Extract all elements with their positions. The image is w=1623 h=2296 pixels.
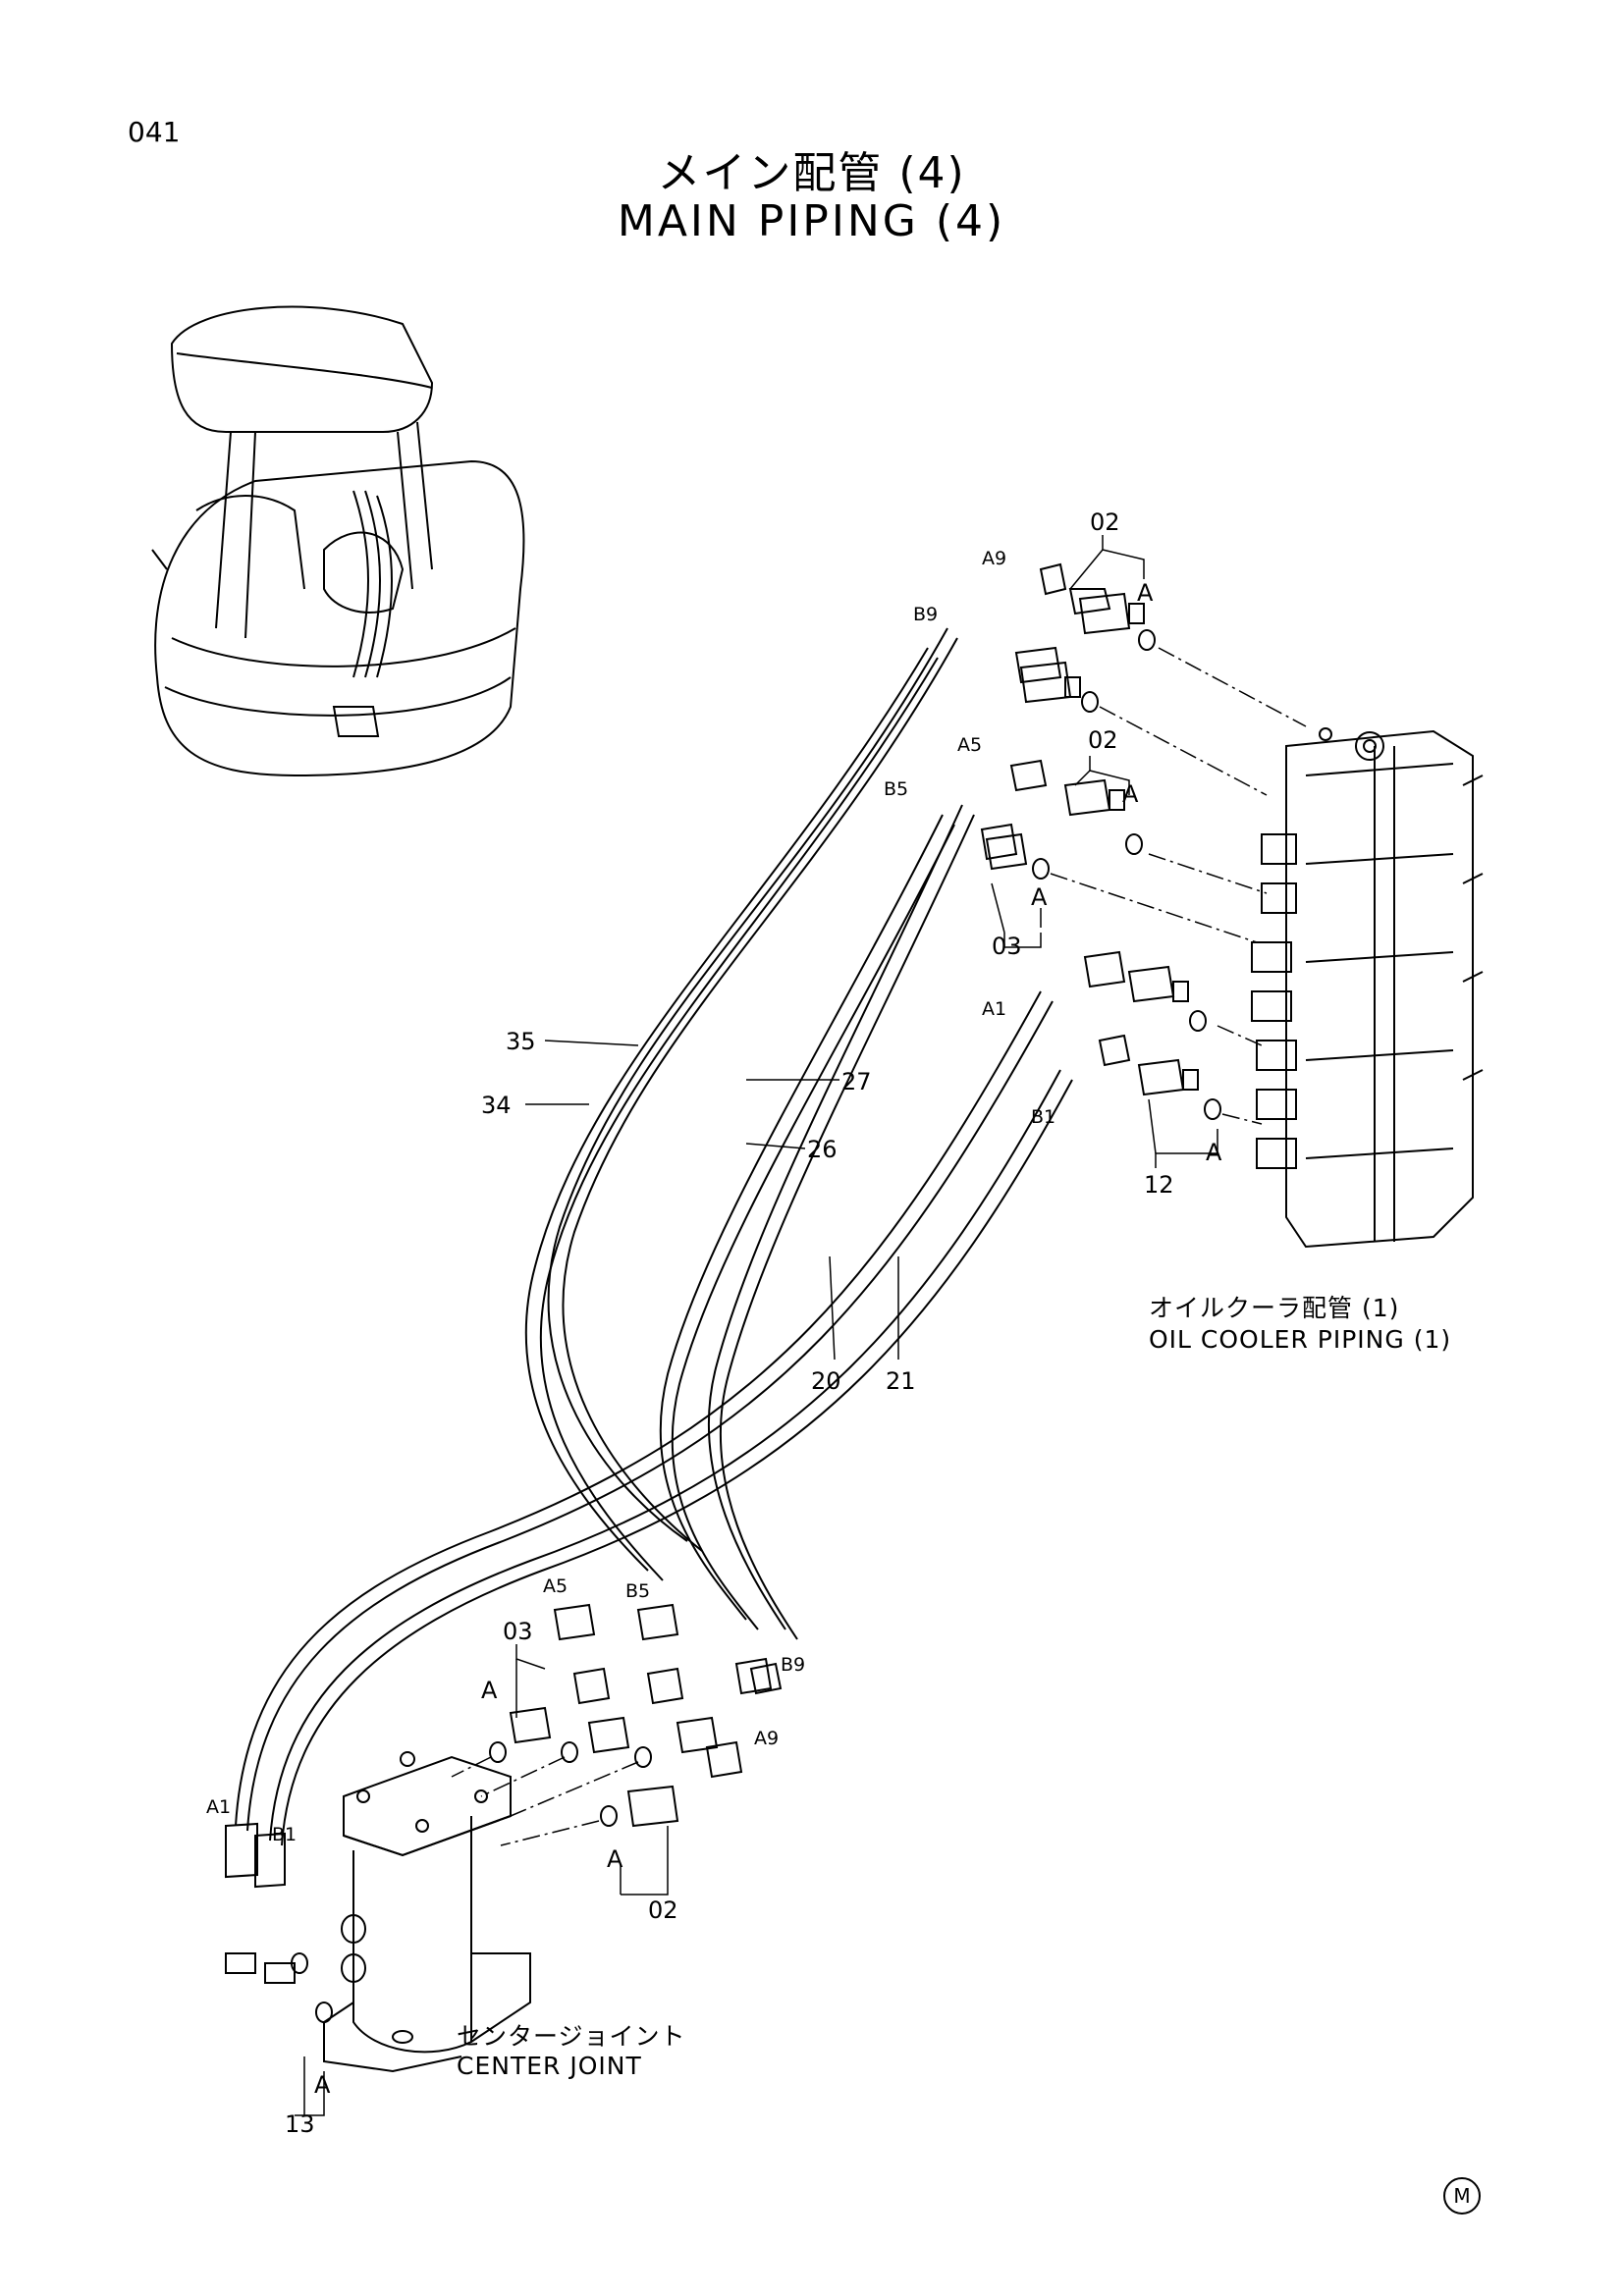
port-label-b9-bottom: B9 xyxy=(781,1654,806,1676)
hose-bundle xyxy=(235,627,1073,1846)
part-number-20: 20 xyxy=(811,1367,841,1395)
view-mark-a: A xyxy=(1137,579,1154,607)
center-joint xyxy=(323,1751,531,2073)
port-label-a5-top: A5 xyxy=(957,734,983,756)
view-mark-a: A xyxy=(1206,1139,1222,1166)
part-number-26: 26 xyxy=(807,1136,838,1163)
part-number-02-middle: 02 xyxy=(1088,726,1118,754)
view-mark-a: A xyxy=(1031,883,1048,911)
port-label-a9-bottom: A9 xyxy=(754,1728,780,1749)
page-title-japanese: メイン配管 (4) xyxy=(657,148,966,198)
view-mark-a: A xyxy=(481,1677,498,1704)
page-number: 041 xyxy=(128,116,181,148)
oil-cooler-piping-reference-jp: オイルクーラ配管 (1) xyxy=(1149,1294,1400,1322)
part-number-03-top: 03 xyxy=(992,933,1022,960)
port-label-a1-top: A1 xyxy=(982,998,1007,1020)
view-mark-a: A xyxy=(607,1845,623,1873)
part-number-12: 12 xyxy=(1144,1171,1174,1199)
part-number-03-bottom: 03 xyxy=(503,1618,533,1645)
port-label-a1-bottom: A1 xyxy=(206,1796,232,1818)
view-mark-a: A xyxy=(1122,780,1139,808)
port-label-b1-top: B1 xyxy=(1031,1106,1056,1128)
part-number-21: 21 xyxy=(886,1367,916,1395)
port-label-a5-bottom: A5 xyxy=(543,1575,568,1597)
port-label-b9-top: B9 xyxy=(913,604,939,625)
machine-overview-sketch xyxy=(151,305,525,777)
page-title-english: MAIN PIPING (4) xyxy=(617,196,1006,246)
control-valve xyxy=(1251,727,1484,1249)
port-label-b5-top: B5 xyxy=(884,778,909,800)
port-label-b5-bottom: B5 xyxy=(625,1580,651,1602)
oil-cooler-piping-reference-en: OIL COOLER PIPING (1) xyxy=(1149,1325,1452,1354)
center-joint-label-en: CENTER JOINT xyxy=(457,2052,642,2080)
callout-brackets xyxy=(295,535,1218,2116)
part-number-27: 27 xyxy=(841,1068,872,1095)
m-circle-mark: M xyxy=(1443,2177,1481,2215)
view-mark-a: A xyxy=(314,2071,331,2099)
part-number-34: 34 xyxy=(481,1092,512,1119)
lower-fittings xyxy=(225,1603,783,2023)
port-label-b1-bottom: B1 xyxy=(272,1824,298,1845)
part-number-02-top: 02 xyxy=(1090,508,1120,536)
upper-fittings xyxy=(980,562,1221,1120)
part-number-02-bottom: 02 xyxy=(648,1896,678,1924)
leader-lines xyxy=(451,647,1307,1846)
part-number-13: 13 xyxy=(285,2110,315,2138)
port-label-a9-top: A9 xyxy=(982,548,1007,569)
center-joint-label-jp: センタージョイント xyxy=(457,2022,686,2051)
part-number-35: 35 xyxy=(506,1028,536,1055)
